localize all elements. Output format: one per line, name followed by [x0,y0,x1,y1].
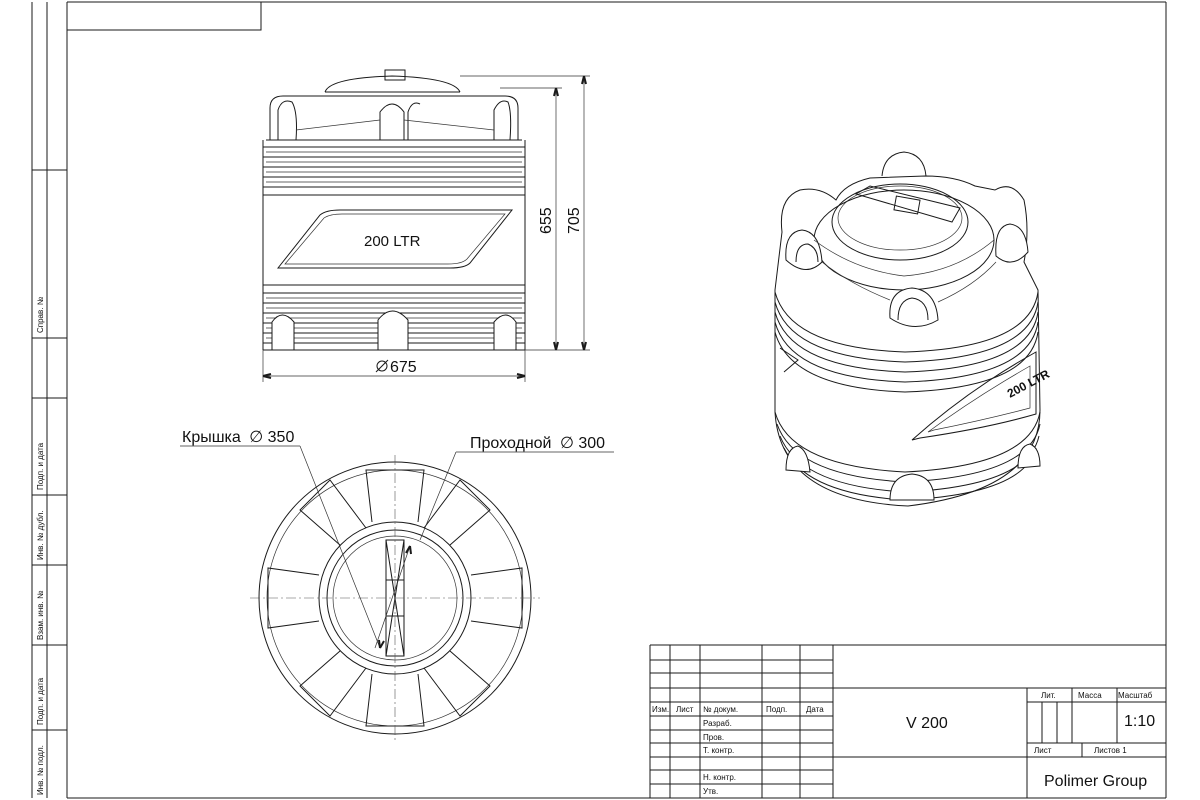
tb-scale: 1:10 [1124,713,1155,730]
tb-utv: Утв. [703,787,718,796]
margin-inv-dubl-label: Инв. № дубл. [36,510,45,560]
tb-izm: Изм. [652,705,669,714]
tb-data: Дата [806,705,824,714]
dim-705: 705 [566,207,583,234]
front-dimensions: 655 705 675 [262,75,590,382]
drawing-frame [66,1,1167,799]
tb-prov: Пров. [703,733,724,742]
passage-diameter-symbol: ∅ [560,435,574,452]
lid-diameter: 350 [268,429,295,446]
tb-lit: Лит. [1041,691,1056,700]
front-view: 200 LTR [262,69,526,351]
tb-nkontr: Н. контр. [703,773,736,782]
isometric-view: 200 LTR [774,151,1052,507]
top-view-callouts: Крышка ∅ 350 Проходной ∅ 300 [182,429,605,452]
tb-company: Polimer Group [1044,773,1147,790]
iso-tank-label: 200 LTR [1005,367,1052,401]
tb-designation: V 200 [906,715,948,732]
tb-list: Лист [676,705,694,714]
passage-label: Проходной [470,435,552,452]
lid-label: Крышка [182,429,241,446]
left-margin-strip: Справ. № Подп. и дата Инв. № дубл. Взам.… [31,2,67,798]
tb-doc: № докум. [703,705,738,714]
tb-massa: Масса [1078,691,1102,700]
tb-sheet: Лист [1034,746,1052,755]
svg-text:Крышка ∅ 350: Крышка ∅ 350 [182,429,294,446]
upper-ribs [263,146,525,188]
svg-text:Проходной ∅ 300: Проходной ∅ 300 [470,435,605,452]
tb-tkontr: Т. контр. [703,746,734,755]
top-view [180,445,614,740]
tb-masshtab: Масштаб [1118,691,1153,700]
title-block: Изм. Лист № докум. Подп. Дата Разраб. Пр… [649,644,1166,798]
passage-diameter: 300 [578,435,605,452]
margin-inv-podl-label: Инв. № подл. [36,745,45,795]
dim-655: 655 [538,207,555,234]
margin-podp2-label: Подп. и дата [36,677,45,725]
tb-razrab: Разраб. [703,719,732,728]
front-tank-label: 200 LTR [364,233,421,250]
margin-podp1-label: Подп. и дата [36,442,45,490]
tb-sheets: Листов 1 [1094,746,1127,755]
dim-675: 675 [390,359,417,376]
margin-sprav-label: Справ. № [36,296,45,333]
tb-podp: Подп. [766,705,787,714]
margin-vzam-label: Взам. инв. № [36,590,45,640]
lid-diameter-symbol: ∅ [249,429,263,446]
